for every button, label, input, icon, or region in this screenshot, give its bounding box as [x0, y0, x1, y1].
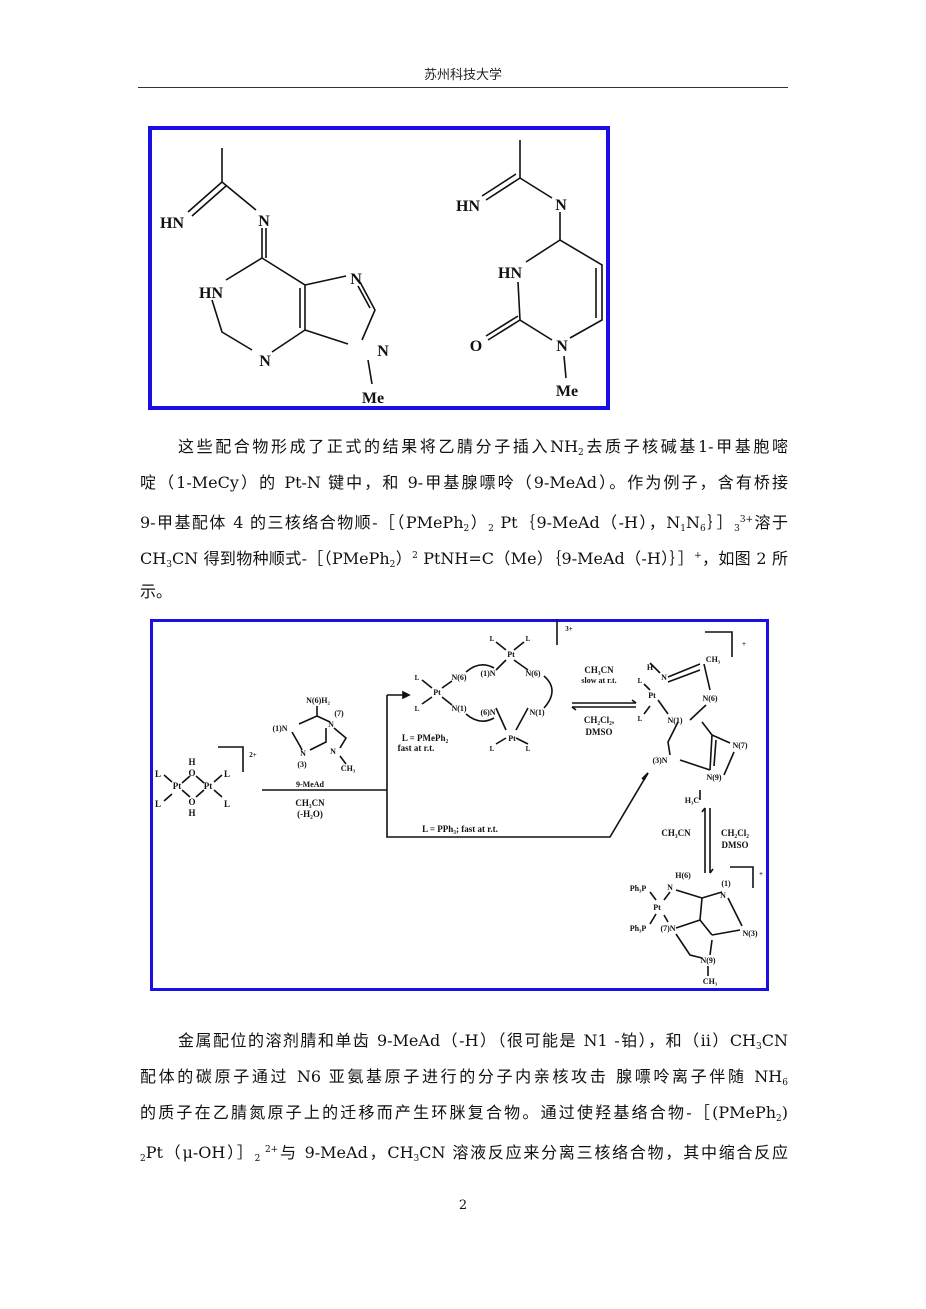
page-number: 2 [458, 1198, 468, 1213]
text-run: 与 9-MeAd，CH [278, 1143, 414, 1162]
subscript: 2 [578, 448, 584, 458]
text-line: 配体的碳原子通过 N6 亚氨基原子进行的分子内亲核攻击 腺嘌呤离子伴随 NH6 [140, 1067, 788, 1093]
superscript: 3+ [739, 515, 754, 525]
figure-2-reaction-scheme [150, 619, 769, 991]
text-run: ） [469, 513, 489, 532]
subscript: 6 [700, 524, 706, 534]
text-line: 这些配合物形成了正式的结果将乙腈分子插入NH2去质子核碱基1-甲基胞嘧 [178, 437, 788, 463]
text-run: ） [395, 549, 413, 568]
text-line: 金属配位的溶剂腈和单齿 9-MeAd（-H）（很可能是 N1 -铂），和（ii）… [178, 1031, 788, 1057]
text-run: ｝］ [705, 513, 735, 532]
superscript: 2 [412, 551, 418, 561]
subscript: 2 [488, 524, 494, 534]
text-line: 的质子在乙腈氮原子上的迁移而产生环脒复合物。通过使羟基络合物-［(PMePh2) [140, 1103, 788, 1129]
subscript: 2 [389, 560, 396, 570]
text-run: Pt（μ-OH）］ [145, 1143, 255, 1162]
text-run: 去质子核碱基1-甲基胞嘧 [583, 437, 788, 456]
subscript: 2 [463, 524, 470, 534]
text-line: 啶（1-MeCy）的 Pt-N 键中，和 9-甲基腺嘌呤（9-MeAd）。作为例… [140, 473, 788, 493]
subscript: 3 [734, 524, 740, 534]
text-line: CH3CN 得到物种顺式-［（PMePh2）2 PtNH=C（Me）｛9-MeA… [140, 546, 788, 575]
text-run: 溶于 [753, 513, 788, 532]
text-run: N [686, 513, 701, 532]
subscript: 3 [166, 560, 172, 570]
figure-1-structures [148, 126, 610, 410]
subscript: 2 [254, 1154, 261, 1164]
text-run: CH [140, 549, 167, 568]
text-run: 9-甲基配体 4 的三核络合物顺-［（PMePh [140, 513, 464, 532]
text-run: 示。 [140, 582, 173, 601]
text-line: 示。 [140, 582, 788, 602]
subscript: 2 [776, 1114, 782, 1124]
text-run: CN [761, 1031, 788, 1050]
text-run: 啶（1-MeCy）的 Pt-N 键中，和 9-甲基腺嘌呤（9-MeAd）。作为例… [140, 473, 788, 492]
text-line: 2Pt（μ-OH）］2 2+与 9-MeAd，CH3CN 溶液反应来分离三核络合… [140, 1140, 788, 1169]
text-run: 的质子在乙腈氮原子上的迁移而产生环脒复合物。通过使羟基络合物-［(PMePh [140, 1103, 777, 1122]
text-run: ) [781, 1103, 788, 1122]
text-line: 9-甲基配体 4 的三核络合物顺-［（PMePh2）2 Pt｛9-MeAd（-H… [140, 510, 788, 539]
text-run: PtNH=C（Me）｛9-MeAd（-H）｝］ [417, 549, 695, 568]
superscript: 2+ [260, 1145, 279, 1155]
subscript: 3 [413, 1154, 420, 1164]
text-run: 这些配合物形成了正式的结果将乙腈分子插入NH [178, 437, 579, 456]
superscript: + [694, 551, 702, 561]
text-run: Pt｛9-MeAd（-H），N [493, 513, 681, 532]
text-run: 配体的碳原子通过 N6 亚氨基原子进行的分子内亲核攻击 腺嘌呤离子伴随 NH [140, 1067, 783, 1086]
text-run: CN 溶液反应来分离三核络合物，其中缩合反应 [419, 1143, 788, 1162]
page-header: 苏州科技大学 [423, 68, 502, 83]
subscript: 3 [756, 1042, 762, 1052]
subscript: 6 [782, 1078, 788, 1088]
text-run: 金属配位的溶剂腈和单齿 9-MeAd（-H）（很可能是 N1 -铂），和（ii）… [178, 1031, 757, 1050]
subscript: 2 [140, 1154, 146, 1164]
subscript: 1 [680, 524, 687, 534]
text-run: CN 得到物种顺式-［（PMePh [171, 549, 390, 568]
text-run: ，如图 2 所 [701, 549, 788, 568]
header-rule [138, 87, 788, 88]
